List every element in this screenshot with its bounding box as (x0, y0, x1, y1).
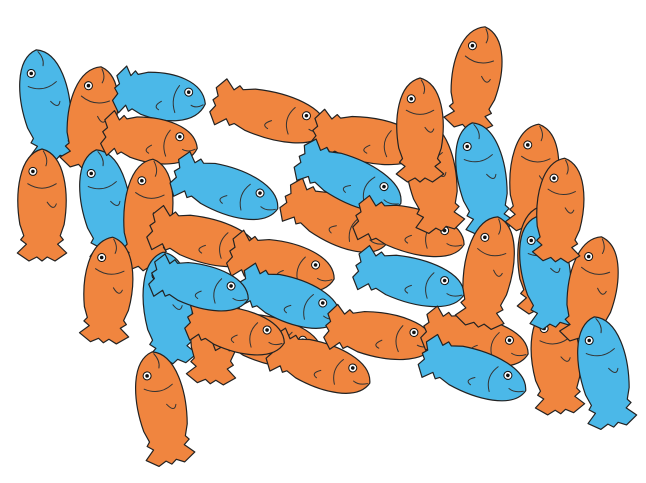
fish-blue (455, 122, 516, 237)
fish-blue (169, 151, 279, 221)
fish-orange (454, 216, 515, 331)
fish-blue (577, 316, 638, 431)
fish-orange (323, 303, 435, 361)
fish-blue (111, 65, 206, 122)
fish-orange (100, 110, 198, 165)
fish-orange (135, 351, 196, 467)
fish-orange (78, 236, 134, 345)
fish-orange (395, 77, 445, 183)
fish-blue (417, 333, 527, 402)
fish-orange (559, 236, 619, 347)
fish-orange (209, 78, 328, 144)
fish-blue (352, 244, 465, 308)
fish-orange (16, 148, 68, 262)
fish-orange (184, 297, 285, 356)
fish-blue (79, 149, 140, 264)
fish-blue (148, 253, 249, 312)
fish-orange (531, 157, 585, 264)
fish-orange (443, 26, 503, 133)
fish-orange (265, 327, 371, 394)
